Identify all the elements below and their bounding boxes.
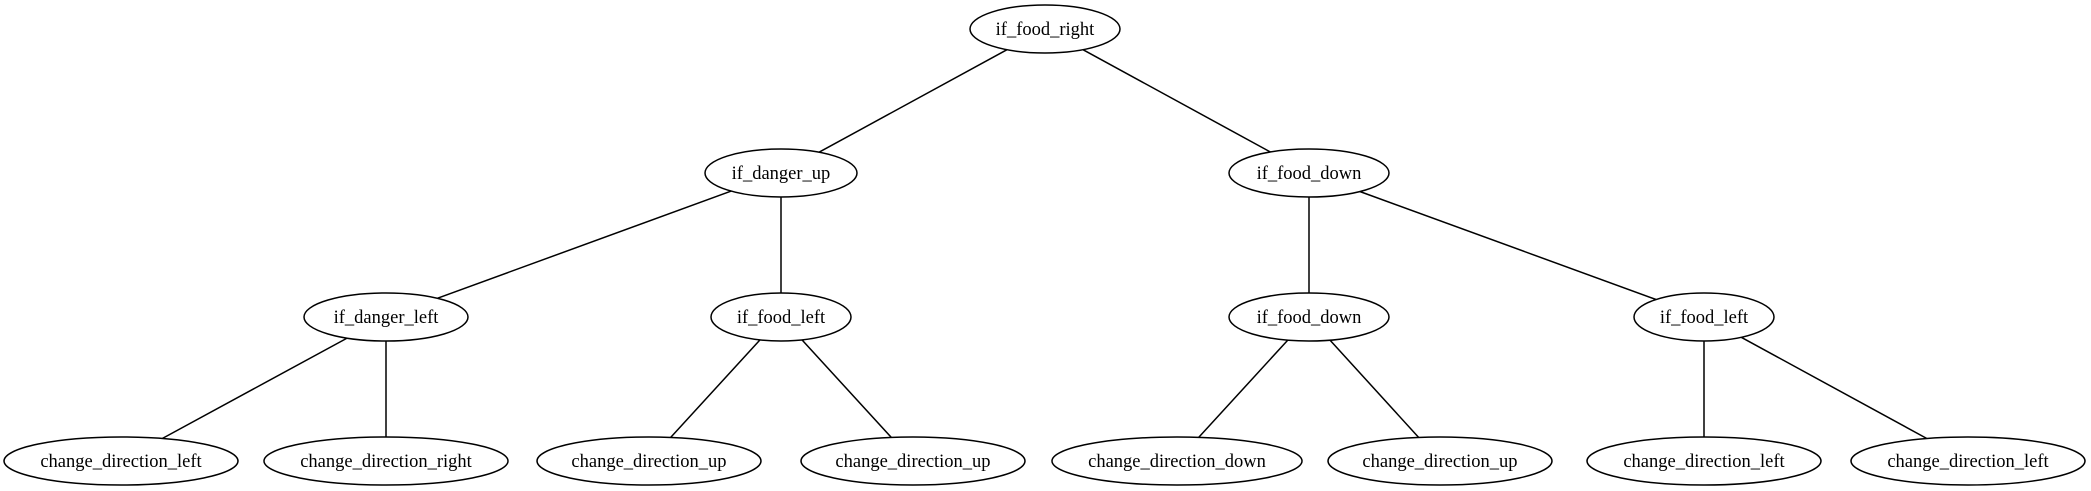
node-ellipse — [536, 436, 762, 486]
node-ellipse — [704, 148, 858, 198]
tree-node: if_food_left — [710, 292, 852, 342]
tree-node: change_direction_up — [800, 436, 1026, 486]
tree-node: if_food_down — [1228, 148, 1390, 198]
edge-n1-n3 — [437, 190, 732, 300]
node-ellipse — [710, 292, 852, 342]
node-label: change_direction_down — [1088, 452, 1266, 472]
node-ellipse — [969, 4, 1121, 54]
node-label: change_direction_up — [571, 452, 726, 472]
edge-n4-n9 — [670, 339, 761, 439]
node-label: change_direction_up — [1362, 452, 1517, 472]
edge-n0-n1 — [818, 49, 1008, 153]
node-label: if_food_down — [1257, 164, 1362, 184]
node-ellipse — [1633, 292, 1775, 342]
node-label: change_direction_right — [300, 452, 472, 472]
tree-node: change_direction_down — [1051, 436, 1303, 486]
node-label: if_food_right — [996, 20, 1096, 40]
node-label: if_food_left — [1660, 308, 1749, 328]
edge-n3-n7 — [161, 337, 348, 440]
tree-node: change_direction_right — [263, 436, 509, 486]
node-ellipse — [303, 292, 469, 342]
edge-n5-n12 — [1329, 339, 1420, 438]
node-ellipse — [1228, 292, 1390, 342]
edge-n2-n6 — [1359, 190, 1657, 301]
node-ellipse — [3, 436, 239, 486]
tree-node: change_direction_up — [1327, 436, 1553, 486]
node-ellipse — [1051, 436, 1303, 486]
edge-n0-n2 — [1082, 49, 1271, 153]
tree-node: if_food_down — [1228, 292, 1390, 342]
node-ellipse — [1228, 148, 1390, 198]
node-label: if_food_down — [1257, 308, 1362, 328]
node-ellipse — [1850, 436, 2086, 486]
tree-node: change_direction_left — [3, 436, 239, 486]
tree-node: change_direction_left — [1850, 436, 2086, 486]
node-ellipse — [1327, 436, 1553, 486]
tree-node: if_food_right — [969, 4, 1121, 54]
node-label: if_danger_up — [732, 164, 831, 184]
node-label: if_danger_left — [334, 308, 440, 328]
tree-node: change_direction_up — [536, 436, 762, 486]
edge-n6-n14 — [1740, 336, 1928, 440]
nodes-layer: if_food_right if_danger_up if_food_down if_… — [3, 4, 2086, 486]
node-ellipse — [263, 436, 509, 486]
edge-n5-n11 — [1198, 339, 1289, 438]
edge-n4-n10 — [801, 339, 892, 439]
node-label: change_direction_up — [835, 452, 990, 472]
node-label: change_direction_left — [1887, 452, 2049, 472]
tree-node: if_danger_up — [704, 148, 858, 198]
tree-node: change_direction_left — [1586, 436, 1822, 486]
tree-node: if_food_left — [1633, 292, 1775, 342]
node-label: change_direction_left — [1623, 452, 1785, 472]
tree-node: if_danger_left — [303, 292, 469, 342]
node-ellipse — [1586, 436, 1822, 486]
node-ellipse — [800, 436, 1026, 486]
edges-layer — [161, 49, 1928, 440]
node-label: if_food_left — [737, 308, 826, 328]
node-label: change_direction_left — [40, 452, 202, 472]
